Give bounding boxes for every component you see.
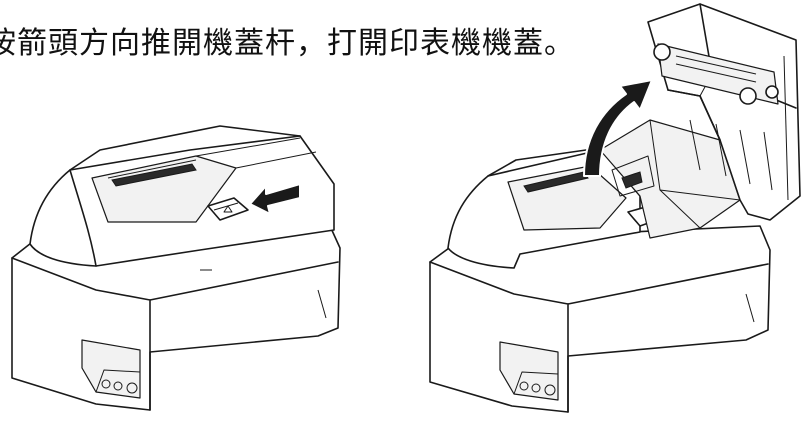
open-arrow-icon xyxy=(583,79,653,177)
printer-open-illustration xyxy=(429,3,801,413)
printer-closed-illustration xyxy=(11,125,341,411)
push-arrow-icon xyxy=(249,183,301,215)
instruction-caption: 按箭頭方向推開機蓋杆，打開印表機機蓋。 xyxy=(0,26,575,61)
